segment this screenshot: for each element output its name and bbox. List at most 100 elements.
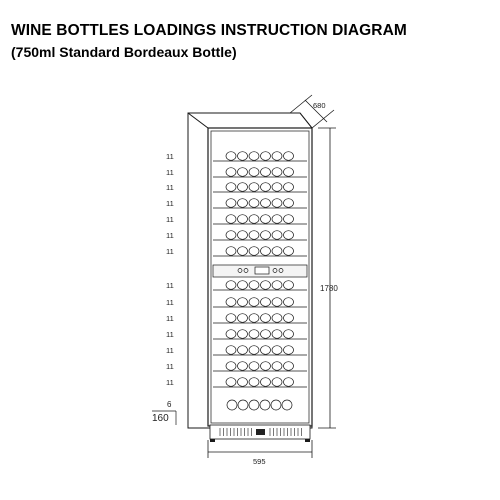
bottle-icon: [237, 198, 248, 208]
bottle-icon: [260, 214, 271, 224]
bottle-icon: [260, 313, 271, 323]
bottle-icon: [248, 182, 260, 192]
depth-dim-line: [311, 109, 335, 129]
bottle-icon: [237, 230, 248, 240]
bottle-icon: [283, 151, 294, 161]
bottom-count-label: 6: [167, 400, 172, 409]
bottle-icon: [259, 399, 271, 411]
bottle-icon: [248, 377, 260, 387]
bottle-icon: [283, 182, 294, 192]
bottle-icon: [283, 345, 294, 355]
lock-icon: [256, 429, 265, 435]
temperature-display: [254, 266, 270, 275]
bottle-icon: [260, 345, 271, 355]
depth-label: 680: [313, 101, 326, 110]
bottle-icon: [225, 297, 237, 307]
bottle-icon: [226, 399, 238, 411]
bottle-icon: [248, 198, 260, 208]
bottle-icon: [283, 377, 294, 387]
bottle-icon: [225, 329, 237, 339]
shelf-count-label: 11: [166, 215, 174, 224]
vent-grille: [219, 428, 302, 436]
diagram-title: WINE BOTTLES LOADINGS INSTRUCTION DIAGRA…: [11, 22, 407, 39]
bottle-icon: [248, 167, 260, 177]
bottle-icon: [271, 230, 283, 240]
plinth-height-label: 160: [152, 413, 169, 424]
bottle-icon: [237, 399, 249, 411]
bottle-icon: [225, 230, 237, 240]
shelf-count-label: 11: [166, 168, 174, 177]
shelf-count-label: 11: [166, 231, 174, 240]
bottle-icon: [283, 313, 294, 323]
bottle-icon: [283, 246, 294, 256]
control-button-icon: [243, 268, 249, 273]
door-inner-frame: [210, 130, 310, 424]
bottle-icon: [271, 167, 283, 177]
bottle-icon: [283, 230, 294, 240]
bottle-icon: [248, 246, 260, 256]
height-label: 1780: [320, 284, 338, 293]
bottle-icon: [237, 361, 248, 371]
shelf-count-label: 11: [166, 330, 174, 339]
bottle-icon: [248, 280, 260, 290]
bottle-icon: [248, 399, 260, 411]
bottle-icon: [225, 214, 237, 224]
shelf-count-label: 11: [166, 152, 174, 161]
shelf-count-label: 11: [166, 362, 174, 371]
control-button-icon: [278, 268, 284, 273]
bottle-icon: [225, 198, 237, 208]
foot-right: [305, 439, 310, 442]
bottle-icon: [283, 361, 294, 371]
foot-left: [210, 439, 215, 442]
bottle-icon: [271, 345, 283, 355]
bottle-icon: [260, 377, 271, 387]
bottle-icon: [248, 361, 260, 371]
bottle-icon: [237, 345, 248, 355]
bottle-icon: [283, 198, 294, 208]
bottle-icon: [237, 280, 248, 290]
bottle-icon: [248, 214, 260, 224]
shelf-group: [213, 151, 307, 411]
shelf-count-label: 11: [166, 183, 174, 192]
bottle-icon: [260, 297, 271, 307]
bottle-icon: [270, 399, 282, 411]
bottle-icon: [260, 329, 271, 339]
bottle-icon: [237, 167, 248, 177]
bottle-icon: [283, 214, 294, 224]
bottle-icon: [225, 182, 237, 192]
bottle-icon: [260, 167, 271, 177]
shelf-count-label: 11: [166, 378, 174, 387]
bottle-icon: [248, 151, 260, 161]
bottle-icon: [271, 246, 283, 256]
bottle-icon: [237, 329, 248, 339]
cabinet-edge-right: [299, 112, 313, 129]
bottle-icon: [271, 377, 283, 387]
bottle-icon: [237, 151, 248, 161]
bottle-icon: [248, 297, 260, 307]
bottle-icon: [248, 230, 260, 240]
bottle-icon: [237, 214, 248, 224]
bottle-icon: [225, 167, 237, 177]
diagram-subtitle: (750ml Standard Bordeaux Bottle): [11, 44, 237, 60]
bottle-icon: [225, 280, 237, 290]
bottle-icon: [225, 345, 237, 355]
bottle-icon: [271, 361, 283, 371]
bottle-icon: [271, 198, 283, 208]
bottle-icon: [281, 399, 293, 411]
bottle-icon: [237, 297, 248, 307]
bottle-icon: [225, 151, 237, 161]
bottle-icon: [283, 280, 294, 290]
bottle-icon: [260, 246, 271, 256]
bottle-icon: [271, 214, 283, 224]
bottle-icon: [237, 313, 248, 323]
bottle-icon: [237, 377, 248, 387]
depth-dim-line: [289, 94, 313, 114]
bottle-icon: [225, 361, 237, 371]
bottle-icon: [237, 246, 248, 256]
bottle-icon: [271, 329, 283, 339]
shelf-count-label: 11: [166, 346, 174, 355]
bottle-icon: [260, 151, 271, 161]
bottle-icon: [260, 182, 271, 192]
